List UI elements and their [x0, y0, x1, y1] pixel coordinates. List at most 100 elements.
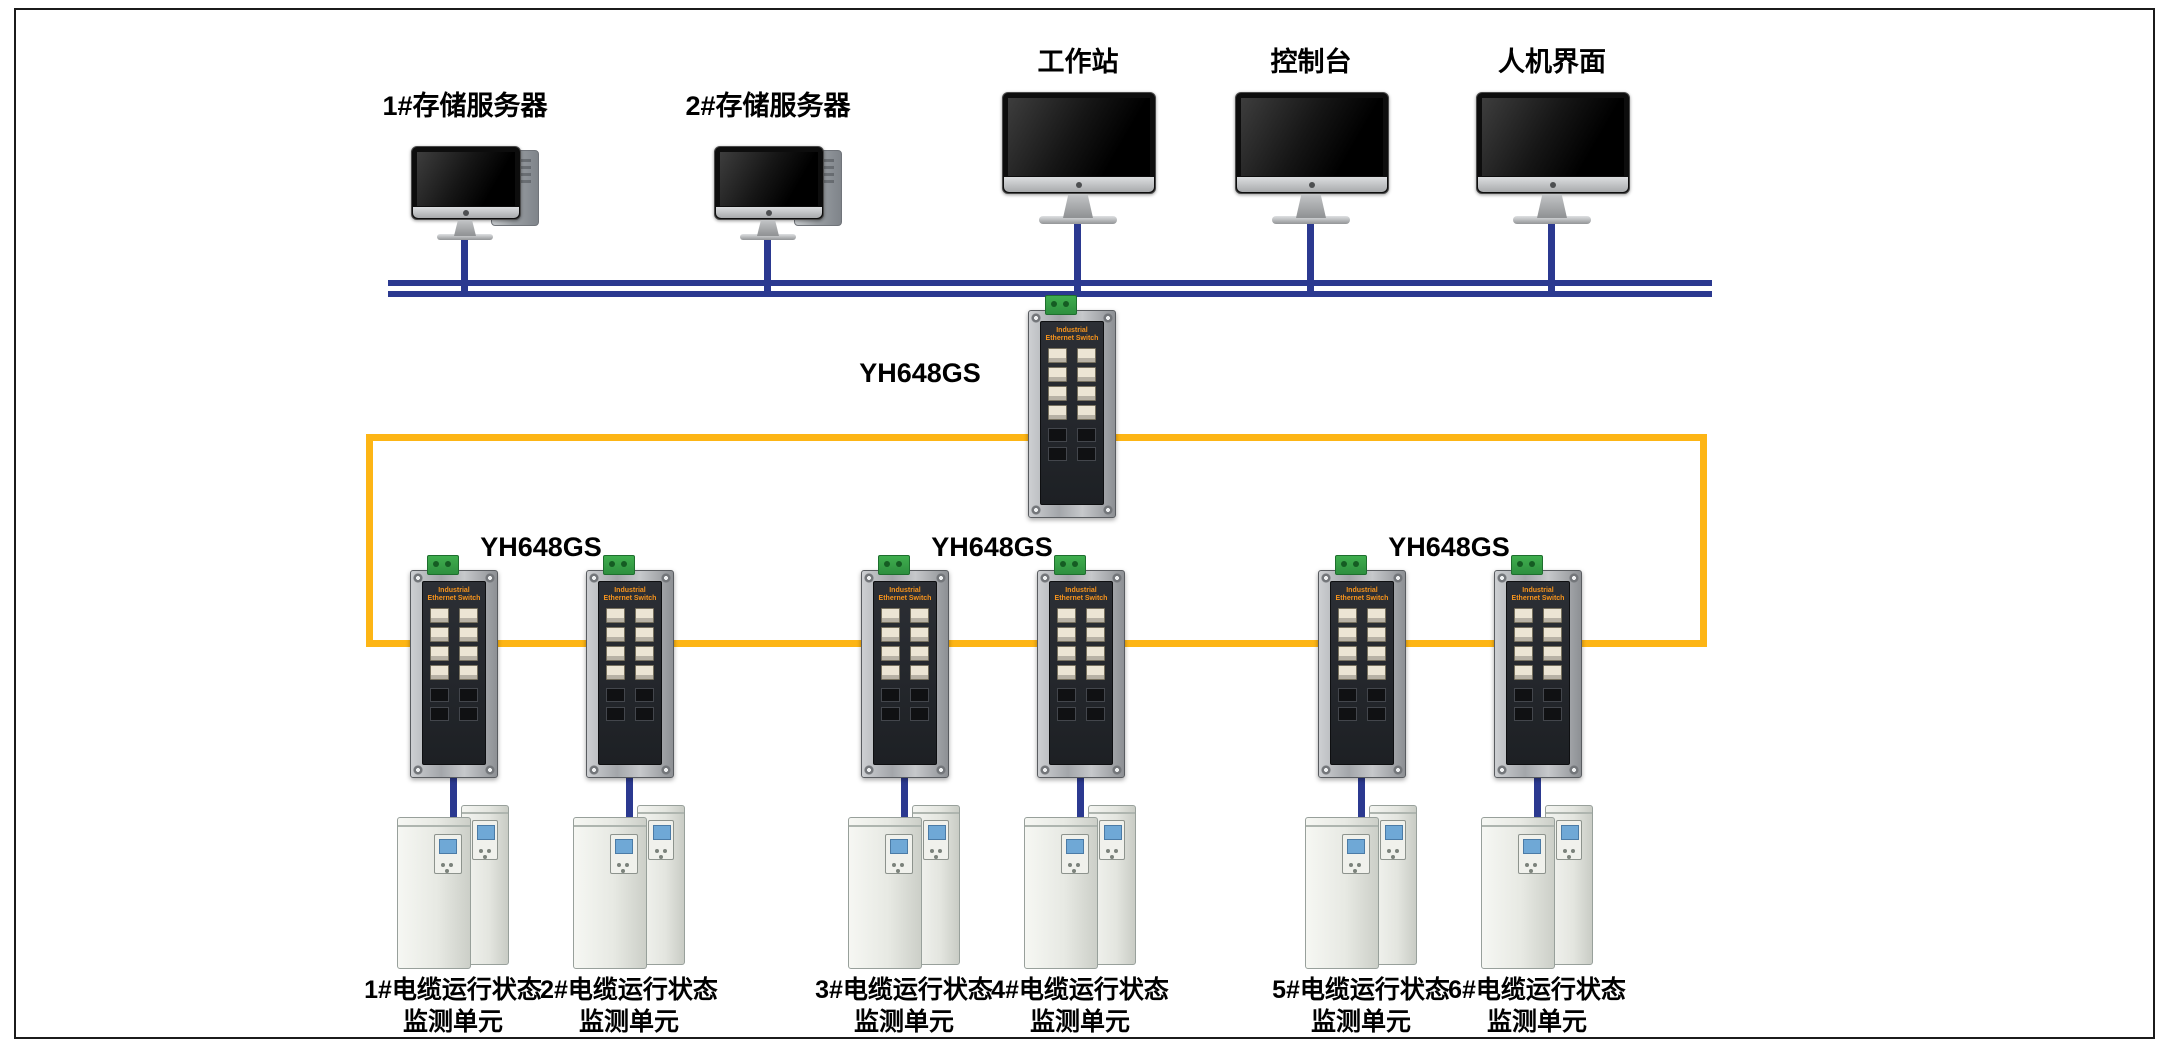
sfp-port-icon [1077, 428, 1096, 442]
cabinet-display-panel [1061, 834, 1089, 874]
unit-3-label: 3#电缆运行状态 监测单元 [794, 974, 1014, 1038]
switch-sfp-ports [606, 688, 654, 721]
rj45-port-icon [1543, 665, 1562, 680]
sfp-port-icon [1057, 707, 1076, 721]
cabinet-screen [615, 839, 633, 854]
monitor-base [437, 234, 493, 240]
rj45-port-icon [1543, 608, 1562, 623]
rj45-port-icon [635, 646, 654, 661]
rj45-port-icon [1338, 608, 1357, 623]
sfp-port-icon [1367, 707, 1386, 721]
cabinet-left-unit [1305, 817, 1379, 969]
sfp-port-icon [1077, 447, 1096, 461]
switch-4: Industrial Ethernet Switch [1037, 555, 1125, 778]
power-terminal-block [603, 555, 635, 575]
rj45-port-icon [1077, 405, 1096, 420]
sfp-port-icon [1048, 447, 1067, 461]
rj45-port-icon [1077, 367, 1096, 382]
ethernet-bus-line-upper [388, 280, 1712, 286]
rj45-port-icon [459, 646, 478, 661]
monitor-display [1241, 98, 1383, 176]
link-switch6-unit6 [1534, 776, 1541, 818]
cabinet-screen [439, 839, 457, 854]
sfp-port-icon [635, 707, 654, 721]
rj45-port-icon [635, 665, 654, 680]
rj45-port-icon [910, 608, 929, 623]
sfp-port-icon [1086, 707, 1105, 721]
rj45-port-icon [606, 646, 625, 661]
rj45-port-icon [1514, 608, 1533, 623]
sfp-port-icon [1514, 688, 1533, 702]
rj45-port-icon [1077, 348, 1096, 363]
rj45-port-icon [606, 627, 625, 642]
sfp-port-icon [606, 688, 625, 702]
storage-server-1-device [411, 146, 546, 240]
power-terminal-block [427, 555, 459, 575]
unit-label-line2: 监测单元 [1310, 1008, 1411, 1036]
cabinet-screen [1104, 825, 1122, 840]
link-storage1-bus [461, 236, 468, 296]
switch-front-panel: Industrial Ethernet Switch [598, 581, 662, 765]
rj45-port-icon [1057, 627, 1076, 642]
monitor-chin [1478, 177, 1628, 192]
sfp-port-icon [1338, 688, 1357, 702]
monitor-display [1008, 98, 1150, 176]
switch-ports [430, 608, 478, 680]
monitor-unit-4-device [1024, 805, 1136, 969]
unit-label-line2: 监测单元 [1486, 1008, 1587, 1036]
switch-front-panel: Industrial Ethernet Switch [1049, 581, 1113, 765]
unit-1-label: 1#电缆运行状态 监测单元 [343, 974, 563, 1038]
cabinet-screen [928, 825, 946, 840]
switch-sfp-ports [1514, 688, 1562, 721]
unit-label-line1: 4#电缆运行状态 [991, 976, 1169, 1004]
link-switch3-unit3 [901, 776, 908, 818]
rj45-port-icon [881, 646, 900, 661]
monitor-stand [1063, 194, 1093, 218]
sfp-port-icon [1338, 707, 1357, 721]
console-device [1235, 92, 1389, 224]
cabinet-display-panel [610, 834, 638, 874]
cabinet-screen [890, 839, 908, 854]
monitor-screen [1476, 92, 1630, 194]
rj45-port-icon [1048, 348, 1067, 363]
rj45-port-icon [1514, 646, 1533, 661]
cabinet-left-unit [397, 817, 471, 969]
workstation-device [1002, 92, 1156, 224]
cabinet-screen [1347, 839, 1365, 854]
switch-2: Industrial Ethernet Switch [586, 555, 674, 778]
unit-label-line2: 监测单元 [402, 1008, 503, 1036]
unit-label-line2: 监测单元 [578, 1008, 679, 1036]
monitor-screen [411, 146, 521, 220]
cabinet-display-panel [1342, 834, 1370, 874]
sfp-port-icon [606, 707, 625, 721]
cabinet-display-panel [1556, 820, 1582, 860]
cabinet-screen [653, 825, 671, 840]
storage-server-1-label: 1#存储服务器 [382, 91, 548, 121]
switch-panel-title: Industrial Ethernet Switch [427, 587, 481, 602]
link-switch5-unit5 [1358, 776, 1365, 818]
core-switch-label: YH648GS [859, 358, 981, 388]
rj45-port-icon [1543, 646, 1562, 661]
brand-logo-icon [766, 209, 772, 216]
switch-front-panel: Industrial Ethernet Switch [873, 581, 937, 765]
rj45-port-icon [1338, 646, 1357, 661]
rj45-port-icon [1367, 665, 1386, 680]
rj45-port-icon [606, 608, 625, 623]
power-terminal-block [878, 555, 910, 575]
cabinet-left-unit [1481, 817, 1555, 969]
rj45-port-icon [1048, 367, 1067, 382]
rj45-port-icon [1086, 646, 1105, 661]
link-switch2-unit2 [626, 776, 633, 818]
rj45-port-icon [430, 665, 449, 680]
rj45-port-icon [1057, 665, 1076, 680]
monitor-chin [1004, 177, 1154, 192]
link-hmi-bus [1548, 222, 1555, 296]
link-switch1-unit1 [450, 776, 457, 818]
unit-5-label: 5#电缆运行状态 监测单元 [1251, 974, 1471, 1038]
rj45-port-icon [1057, 646, 1076, 661]
link-switch4-unit4 [1077, 776, 1084, 818]
switch-panel-title: Industrial Ethernet Switch [1054, 587, 1108, 602]
fiber-ring-bottom [366, 640, 1707, 647]
switch-front-panel: Industrial Ethernet Switch [1506, 581, 1570, 765]
cabinet-screen [1385, 825, 1403, 840]
